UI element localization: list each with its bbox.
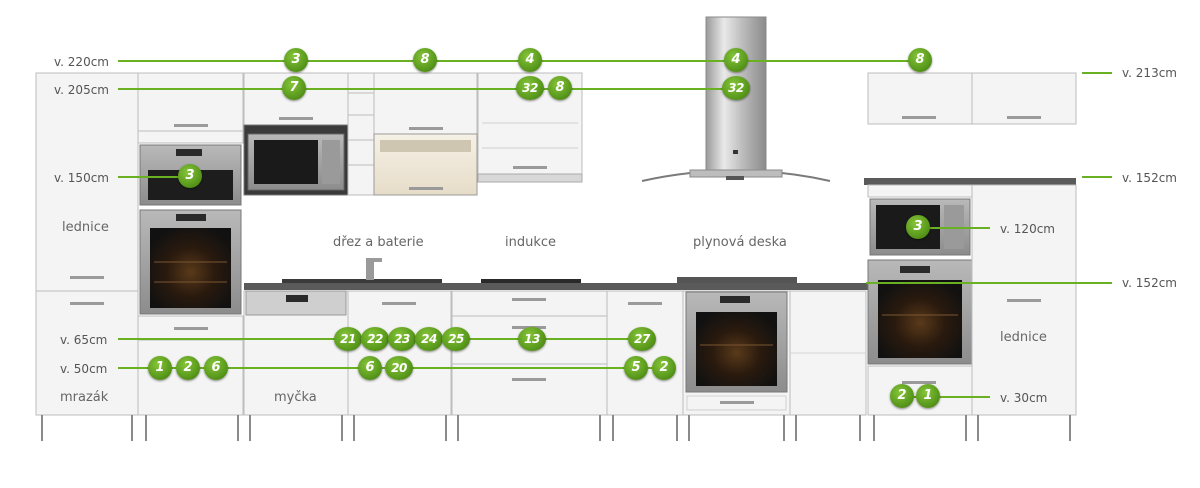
marker-badge: 3	[906, 215, 930, 239]
height-label-30: v. 30cm	[1000, 391, 1048, 405]
marker-badge: 1	[148, 356, 172, 380]
caption-fridge-left: lednice	[62, 220, 109, 235]
height-label-50: v. 50cm	[60, 362, 108, 376]
cabinet-legs	[41, 415, 1071, 441]
marker-badge: 32	[722, 76, 750, 100]
open-shelf	[347, 72, 375, 196]
marker-badge: 3	[284, 48, 308, 72]
marker-badge: 22	[361, 327, 389, 351]
caption-gas-hob: plynová deska	[693, 235, 787, 250]
marker-badge: 27	[628, 327, 656, 351]
marker-badge: 4	[724, 48, 748, 72]
caption-dishwasher: myčka	[274, 390, 317, 405]
height-label-152-top: v. 152cm	[1122, 171, 1177, 185]
marker-badge: 3	[178, 164, 202, 188]
marker-badge: 32	[516, 76, 544, 100]
marker-badge: 8	[413, 48, 437, 72]
worktop-appliances	[282, 258, 797, 283]
height-label-152-counter: v. 152cm	[1122, 276, 1177, 290]
marker-badge: 7	[282, 76, 306, 100]
caption-freezer: mrazák	[60, 390, 109, 405]
marker-badge: 23	[388, 327, 416, 351]
height-label-120: v. 120cm	[1000, 222, 1055, 236]
right-units	[867, 72, 1077, 416]
marker-badge: 24	[415, 327, 443, 351]
marker-badge: 2	[176, 356, 200, 380]
right-worktop	[864, 178, 1076, 185]
marker-badge: 2	[890, 384, 914, 408]
height-label-205: v. 205cm	[54, 83, 109, 97]
caption-fridge-right: lednice	[1000, 330, 1047, 345]
height-label-213: v. 213cm	[1122, 66, 1177, 80]
marker-badge: 2	[652, 356, 676, 380]
marker-badge: 20	[385, 356, 413, 380]
marker-badge: 1	[916, 384, 940, 408]
marker-badge: 6	[204, 356, 228, 380]
marker-badge: 4	[518, 48, 542, 72]
height-label-65: v. 65cm	[60, 333, 108, 347]
base-cabinets	[243, 290, 867, 416]
marker-badge: 25	[442, 327, 470, 351]
marker-badge: 21	[334, 327, 362, 351]
induction-hob	[481, 279, 581, 283]
tall-unit-fridge-left	[35, 72, 139, 416]
sink-faucet	[366, 260, 374, 280]
gas-hob	[677, 277, 797, 283]
oven-column	[137, 72, 244, 416]
caption-sink: dřez a baterie	[333, 235, 424, 250]
caption-induction: indukce	[505, 235, 557, 250]
marker-badge: 13	[518, 327, 546, 351]
fridge-handle	[70, 276, 104, 279]
height-label-220: v. 220cm	[54, 55, 109, 69]
marker-badge: 8	[548, 76, 572, 100]
freezer-handle	[70, 302, 104, 305]
height-label-150: v. 150cm	[54, 171, 109, 185]
left-worktop	[244, 283, 868, 290]
marker-badge: 5	[624, 356, 648, 380]
marker-badge: 6	[358, 356, 382, 380]
marker-badge: 8	[908, 48, 932, 72]
worktops	[244, 178, 1076, 290]
